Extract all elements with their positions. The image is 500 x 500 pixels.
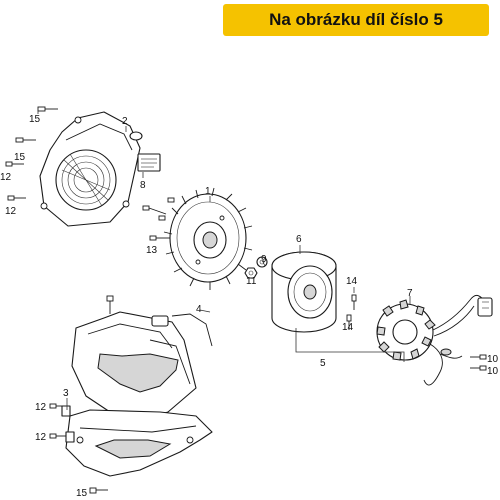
flywheel-part-6 [271, 251, 337, 333]
callout-1: 1 [205, 186, 211, 197]
fan-cover-part-2 [39, 111, 143, 227]
callout-12-b: 12 [5, 206, 17, 217]
screw-part-12-bottom-lower [49, 433, 66, 439]
lower-shroud-part-3 [61, 405, 213, 477]
callout-15-a: 15 [29, 114, 41, 125]
callout-13: 13 [146, 245, 158, 256]
callout-8: 8 [140, 180, 146, 191]
shroud-part-4 [71, 295, 213, 421]
callout-5: 5 [320, 358, 326, 369]
callout-14-lower: 14 [342, 322, 354, 333]
callout-2: 2 [122, 116, 128, 127]
callout-15-b: 15 [14, 152, 26, 163]
callout-10-lower: 10 [487, 366, 499, 377]
callout-12-c: 12 [35, 402, 47, 413]
callout-labels: 1 2 3 4 5 6 7 8 9 10 10 11 12 12 12 12 1… [0, 114, 499, 499]
screw-part-15-bottom [89, 487, 108, 494]
callout-3: 3 [63, 388, 69, 399]
screw-part-12-bottom-upper [49, 403, 62, 409]
nut-part-11 [244, 267, 258, 279]
leader-lines [37, 108, 411, 410]
assembly-bracket-part-5 [295, 328, 405, 362]
callout-9: 9 [261, 254, 267, 265]
callout-7: 7 [407, 288, 413, 299]
sticker-part-8 [137, 153, 161, 172]
screw-part-13 [142, 197, 175, 241]
callout-11: 11 [246, 276, 257, 287]
callout-12-d: 12 [35, 432, 47, 443]
callout-14-upper: 14 [346, 276, 358, 287]
screw-part-10-lower [470, 365, 487, 371]
callout-4: 4 [196, 304, 202, 315]
callout-15-c: 15 [76, 488, 88, 499]
screw-part-12-upper [5, 161, 24, 167]
screw-part-14-lower [346, 314, 352, 330]
callout-12-a: 12 [0, 172, 12, 183]
callout-6: 6 [296, 234, 302, 245]
cooling-fan-part-1 [163, 187, 253, 290]
screw-part-14-upper [351, 294, 357, 310]
screw-part-15-top [37, 106, 58, 112]
screw-part-10-upper [470, 354, 487, 360]
screw-part-15-mid [15, 137, 36, 143]
callout-10-upper: 10 [487, 354, 499, 365]
stator-part-7 [376, 294, 493, 386]
part-number-banner: Na obrázku díl číslo 5 [223, 4, 489, 36]
screw-part-12-lower [7, 195, 26, 201]
